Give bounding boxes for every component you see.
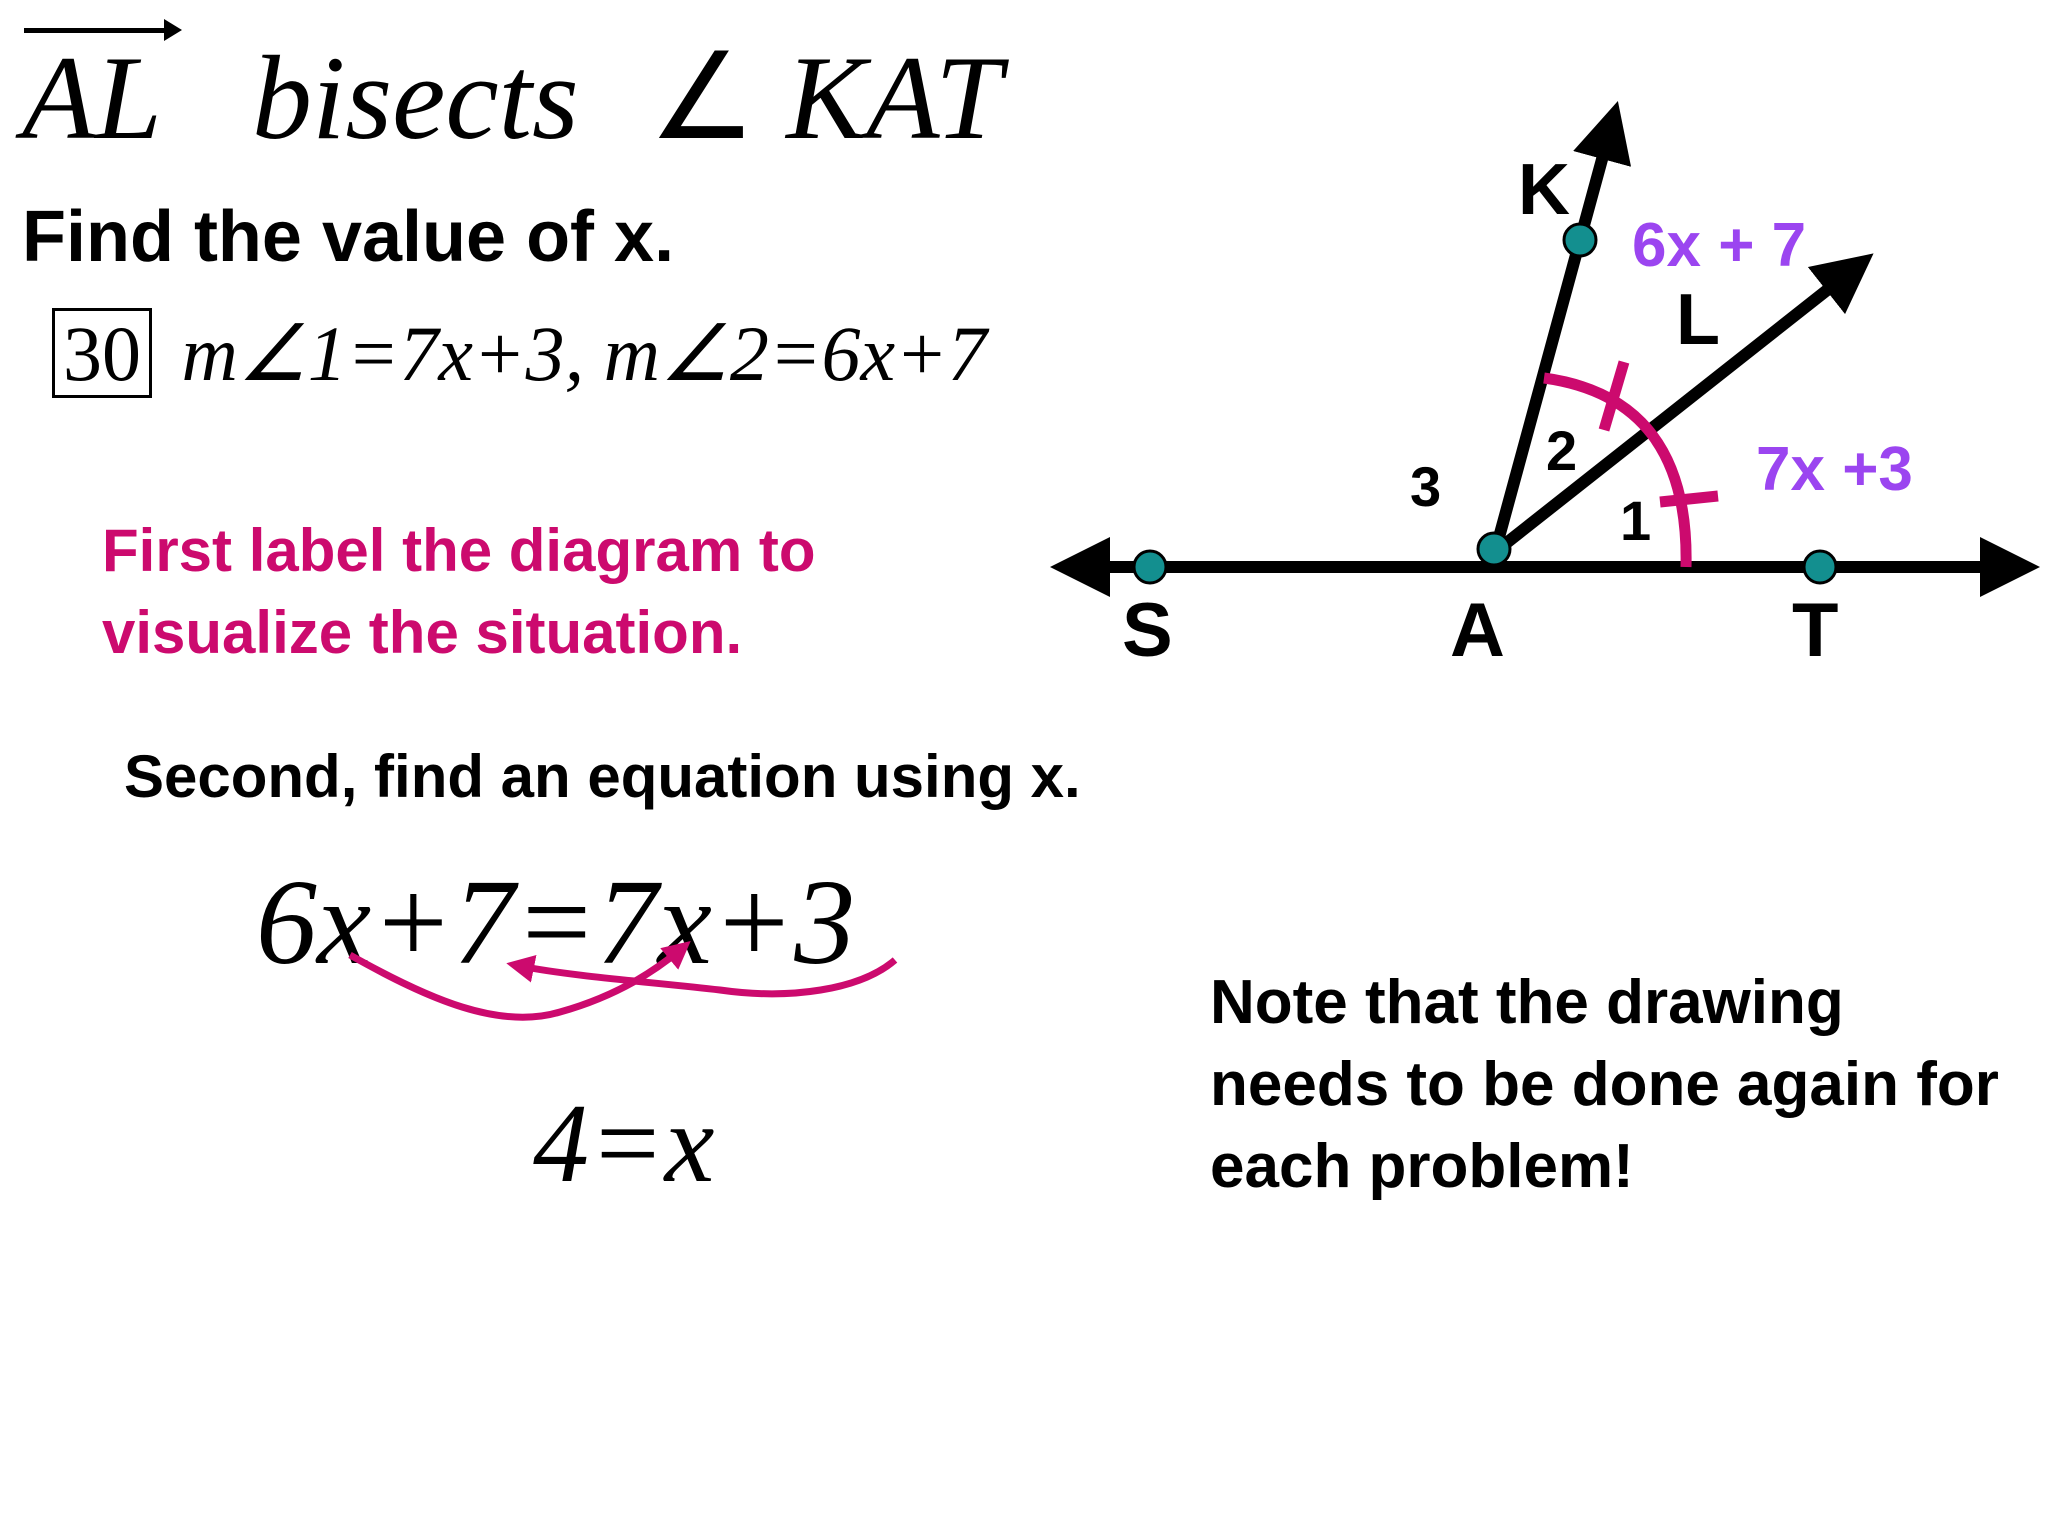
angle-number-1: 1 — [1620, 489, 1651, 552]
equation: 6x+7=7x+3 — [256, 855, 856, 990]
result-equation: 4=x — [533, 1082, 715, 1206]
note-text: Note that the drawing needs to be done a… — [1210, 968, 1999, 1201]
given-equations: 30 m∠1=7x+3, m∠2=6x+7 — [52, 308, 987, 398]
answer-box: 30 — [52, 308, 152, 398]
point-T — [1802, 549, 1838, 585]
point-S — [1132, 549, 1168, 585]
label-T: T — [1792, 588, 1838, 673]
label-K: K — [1518, 150, 1570, 230]
expr-angle2: 6x + 7 — [1632, 211, 1806, 280]
angle-name: KAT — [786, 31, 1002, 164]
title: AL bisects ∠ KAT — [22, 19, 1002, 158]
instruction: Find the value of x. — [22, 197, 675, 277]
angle-arc — [1543, 372, 1692, 568]
ray-arrowhead — [164, 19, 182, 41]
tick-mark-angle1 — [1659, 490, 1719, 508]
label-S: S — [1122, 588, 1173, 673]
angle-number-2: 2 — [1546, 419, 1577, 482]
ray-overline — [24, 28, 174, 33]
label-A: A — [1450, 588, 1505, 673]
angle-number-3: 3 — [1410, 455, 1441, 518]
point-K — [1562, 222, 1598, 258]
ray-AL — [1491, 253, 1874, 557]
point-A — [1476, 531, 1512, 567]
tick-mark-angle2 — [1598, 360, 1630, 432]
ray-notation: AL — [22, 19, 182, 158]
ray-name: AL — [22, 31, 163, 164]
expr-angle1: 7x +3 — [1756, 435, 1913, 504]
step1-text: First label the diagram to visualize the… — [102, 517, 816, 666]
curve-arrow-3-to-left — [506, 955, 898, 998]
angle-symbol: ∠ — [648, 31, 757, 164]
label-L: L — [1676, 280, 1720, 360]
given-text: m∠1=7x+3, m∠2=6x+7 — [181, 310, 987, 397]
curve-arrow-x-to-right — [348, 941, 691, 1021]
ray-AK — [1489, 101, 1632, 554]
step2-text: Second, find an equation using x. — [124, 743, 1081, 810]
title-verb: bisects — [252, 31, 579, 164]
